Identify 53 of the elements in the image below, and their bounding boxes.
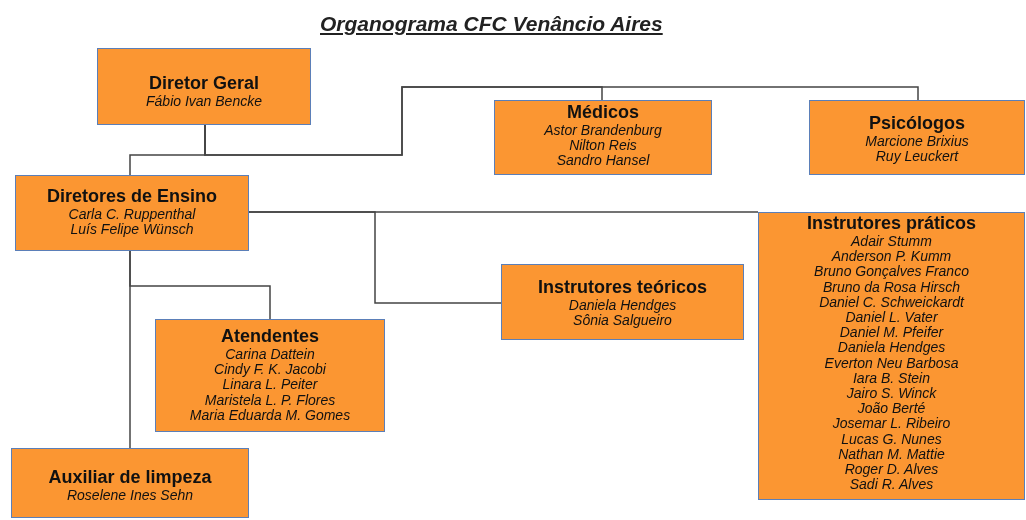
role-title: Instrutores práticos [806, 213, 976, 234]
role-title: Médicos [567, 102, 639, 123]
org-box [15, 175, 249, 251]
person-name: Roger D. Alves [844, 462, 939, 478]
person-name: Daniela Hendges [568, 298, 677, 314]
connector-line [248, 211, 502, 304]
org-box [809, 100, 1025, 175]
person-name: Jairo S. Winck [846, 386, 937, 402]
role-title: Diretor Geral [148, 73, 259, 94]
person-name: Marcione Brixius [865, 134, 969, 150]
org-box [494, 100, 712, 175]
org-box [97, 48, 311, 125]
person-name: Ruy Leuckert [875, 149, 959, 165]
person-name: Luís Felipe Wünsch [70, 222, 194, 238]
person-name: Linara L. Peiter [222, 377, 318, 393]
person-name: Bruno da Rosa Hirsch [823, 279, 960, 295]
person-name: Maristela L. P. Flores [204, 392, 336, 408]
role-title: Diretores de Ensino [46, 186, 217, 207]
person-name: Sônia Salgueiro [573, 313, 672, 329]
person-name: Bruno Gonçalves Franco [814, 264, 969, 280]
role-title: Psicólogos [869, 113, 965, 134]
connector-line [129, 250, 131, 449]
person-name: Sandro Hansel [556, 153, 650, 169]
role-title: Instrutores teóricos [537, 277, 707, 298]
org-box [501, 264, 744, 340]
person-name: Nilton Reis [569, 138, 637, 154]
org-box [155, 319, 385, 432]
role-title: Auxiliar de limpeza [48, 467, 212, 488]
person-name: Maria Eduarda M. Gomes [189, 407, 351, 423]
person-name: Roselene Ines Sehn [66, 488, 194, 504]
person-name: Josemar L. Ribeiro [832, 416, 951, 432]
person-name: Iara B. Stein [852, 370, 930, 387]
person-name: Daniel L. Vater [845, 310, 938, 326]
person-name: Sadi R. Alves [849, 477, 934, 493]
person-name: Adair Stumm [851, 234, 932, 250]
person-name: Fábio Ivan Bencke [146, 94, 262, 110]
person-name: Astor Brandenburg [544, 123, 662, 139]
person-name: Daniel C. Schweickardt [819, 294, 964, 310]
person-name: Lucas G. Nunes [841, 431, 942, 447]
person-name: Carina Dattein [225, 347, 315, 363]
person-name: Carla C. Ruppenthal [68, 207, 196, 223]
person-name: Daniel M. Pfeifer [839, 325, 944, 341]
role-title: Atendentes [221, 326, 319, 347]
org-box [11, 448, 249, 518]
chart-title: Organograma CFC Venâncio Aires [320, 11, 663, 37]
connector-line [204, 86, 919, 156]
person-name: Cindy F. K. Jacobi [214, 362, 326, 378]
person-name: Anderson P. Kumm [831, 249, 952, 265]
person-name: Everton Neu Barbosa [824, 355, 959, 371]
person-name: Daniela Hendges [837, 340, 946, 356]
person-name: João Berté [857, 401, 926, 417]
org-box [758, 212, 1025, 500]
person-name: Nathan M. Mattie [838, 446, 945, 463]
